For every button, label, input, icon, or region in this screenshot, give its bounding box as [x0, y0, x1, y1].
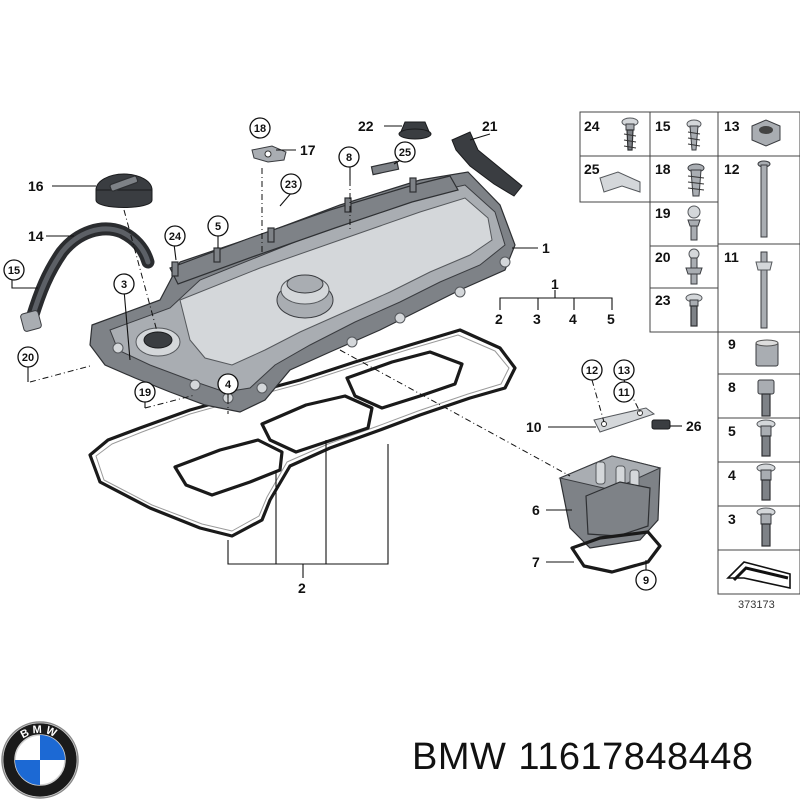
- label-2: 2: [298, 580, 306, 596]
- gasket-strip: [451, 131, 523, 197]
- table-label-3: 3: [728, 511, 736, 527]
- label-1: 1: [542, 240, 550, 256]
- table-label-9: 9: [728, 336, 736, 352]
- grommet: [398, 121, 432, 140]
- valve-cover: [89, 171, 516, 413]
- callout-12: 12: [586, 365, 598, 377]
- label-16: 16: [28, 178, 44, 194]
- nut-13-icon: [751, 119, 781, 147]
- callout-5: 5: [215, 221, 221, 233]
- screw-5-icon: [756, 419, 776, 457]
- label-6: 6: [532, 502, 540, 518]
- callout-8: 8: [346, 152, 352, 164]
- table-label-13: 13: [724, 118, 740, 134]
- bmw-logo-text: BMW: [19, 724, 58, 741]
- label-17: 17: [300, 142, 316, 158]
- table-label-11: 11: [724, 249, 739, 265]
- screw-8-icon: [757, 379, 775, 417]
- label-14: 14: [28, 228, 44, 244]
- callout-13: 13: [618, 365, 630, 377]
- label-22: 22: [358, 118, 374, 134]
- label-1-sub-2: 2: [495, 311, 503, 327]
- callout-4: 4: [225, 379, 232, 391]
- table-label-24: 24: [584, 118, 600, 134]
- cable-holder: [370, 160, 400, 176]
- label-26: 26: [686, 418, 702, 434]
- callout-9: 9: [643, 575, 649, 587]
- separator-gasket: [570, 530, 662, 574]
- table-label-5: 5: [728, 423, 736, 439]
- table-label-25: 25: [584, 161, 600, 177]
- svg-text:BMW: BMW: [19, 724, 61, 741]
- label-10: 10: [526, 419, 542, 435]
- oil-filler-cap: [95, 173, 153, 208]
- ball-stud-19-icon: [687, 205, 701, 241]
- callout-23: 23: [285, 179, 297, 191]
- label-1-sub-4: 4: [569, 311, 577, 327]
- table-label-12: 12: [724, 161, 740, 177]
- arrow-symbol-icon: [726, 561, 791, 589]
- callout-25: 25: [399, 147, 411, 159]
- table-label-19: 19: [655, 205, 671, 221]
- table-label-4: 4: [728, 467, 736, 483]
- label-21: 21: [482, 118, 498, 134]
- table-label-20: 20: [655, 249, 671, 265]
- ball-stud-20-icon: [685, 248, 703, 285]
- leader-lines: [11, 125, 682, 578]
- callout-labels: 18 8 25 23 5 24 3 15 20 19 4 12 13 11 9 …: [8, 118, 702, 596]
- seal-bracket: [251, 145, 287, 163]
- breather-hose: [20, 222, 155, 332]
- callout-20: 20: [22, 352, 34, 364]
- diagram-reference-number: 373173: [738, 599, 775, 611]
- callout-3: 3: [121, 279, 127, 291]
- plug: [651, 419, 671, 430]
- parts-table: 24 15 13 25 18 12 19 20 11 23 9 8 5 4 3 …: [579, 111, 800, 611]
- label-1-sub-3: 3: [533, 311, 541, 327]
- bolt-12-icon: [757, 160, 771, 238]
- screw-24-icon: [621, 117, 639, 151]
- part-number: 11617848448: [518, 736, 754, 778]
- table-label-15: 15: [655, 118, 671, 134]
- label-7: 7: [532, 554, 540, 570]
- screw-4-icon: [756, 463, 776, 501]
- brand-name: BMW: [412, 736, 507, 778]
- callout-24: 24: [169, 231, 182, 243]
- stud-11-icon: [755, 251, 773, 329]
- table-label-18: 18: [655, 161, 671, 177]
- callout-19: 19: [139, 387, 151, 399]
- table-label-23: 23: [655, 292, 671, 308]
- bmw-logo: BMW: [1, 721, 79, 799]
- brand-part-line: BMW 11617848448: [412, 736, 766, 779]
- sleeve-9-icon: [755, 339, 779, 367]
- callout-15: 15: [8, 265, 20, 277]
- clip-25-icon: [599, 171, 641, 193]
- label-1-group: 1: [551, 276, 559, 292]
- callout-circles: [3, 117, 657, 591]
- screw-18-icon: [687, 163, 705, 197]
- label-1-sub-5: 5: [607, 311, 615, 327]
- callout-18: 18: [254, 123, 266, 135]
- screw-15-icon: [686, 119, 702, 151]
- table-label-8: 8: [728, 379, 736, 395]
- bolt-23-icon: [685, 293, 703, 327]
- screw-3-icon: [756, 507, 776, 547]
- callout-11: 11: [618, 387, 630, 399]
- oil-separator: [558, 455, 662, 549]
